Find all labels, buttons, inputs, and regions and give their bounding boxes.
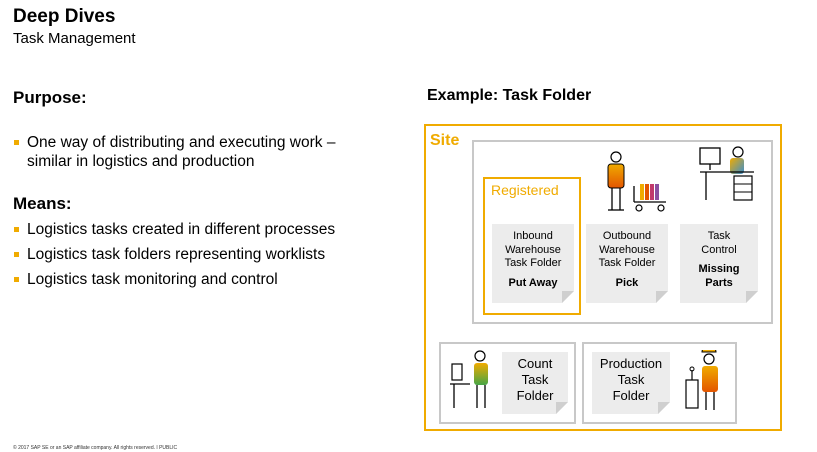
folder-process: Parts — [705, 276, 733, 289]
folder-line: Warehouse — [505, 243, 561, 256]
counting-worker-icon — [450, 350, 488, 408]
folder-line: Warehouse — [599, 243, 655, 256]
purpose-heading: Purpose: — [13, 88, 87, 107]
desk-worker-icon — [699, 146, 754, 201]
folder-process: Pick — [615, 276, 639, 289]
folder-line: Production — [599, 356, 663, 371]
page-title: Deep Dives — [13, 6, 116, 27]
folder-process: Put Away — [508, 276, 558, 289]
folder-line: Task — [521, 372, 549, 387]
folder-line: Task Folder — [504, 257, 562, 269]
example-heading: Example: Task Folder — [427, 87, 592, 104]
means-bullet: Logistics task monitoring and control — [13, 270, 403, 289]
folder-line: Task — [707, 230, 731, 242]
registered-label: Registered — [491, 182, 559, 198]
registered-frame — [483, 177, 581, 315]
folder-line: Folder — [516, 388, 554, 403]
purpose-list: One way of distributing and executing wo… — [13, 114, 383, 196]
folder-line: Task — [617, 372, 645, 387]
site-label: Site — [430, 132, 460, 149]
inbound-task-folder: Inbound Warehouse Task Folder Put Away — [492, 224, 574, 303]
folder-line: Task Folder — [598, 257, 656, 269]
copyright-footer: © 2017 SAP SE or an SAP affiliate compan… — [13, 445, 178, 451]
site-frame — [424, 124, 782, 431]
means-heading: Means: — [13, 194, 72, 213]
production-worker-icon — [685, 350, 718, 410]
means-list: Logistics tasks created in different pro… — [13, 220, 403, 295]
page-subtitle: Task Management — [13, 30, 136, 47]
warehouse-worker-icon — [607, 151, 625, 211]
task-control-folder: Task Control Missing Parts — [680, 224, 758, 303]
folder-line: Control — [701, 243, 737, 256]
means-bullet: Logistics tasks created in different pro… — [13, 220, 403, 239]
production-task-folder: Production Task Folder — [592, 352, 670, 414]
purpose-bullet: One way of distributing and executing wo… — [13, 133, 383, 171]
outbound-task-folder: Outbound Warehouse Task Folder Pick — [586, 224, 668, 303]
folder-line: Folder — [612, 388, 650, 403]
folder-line: Outbound — [602, 230, 652, 242]
trolley-icon — [633, 184, 666, 212]
folder-line: Inbound — [513, 230, 553, 242]
folder-process: Missing — [698, 263, 740, 275]
folder-line: Count — [517, 356, 553, 371]
means-bullet: Logistics task folders representing work… — [13, 245, 403, 264]
